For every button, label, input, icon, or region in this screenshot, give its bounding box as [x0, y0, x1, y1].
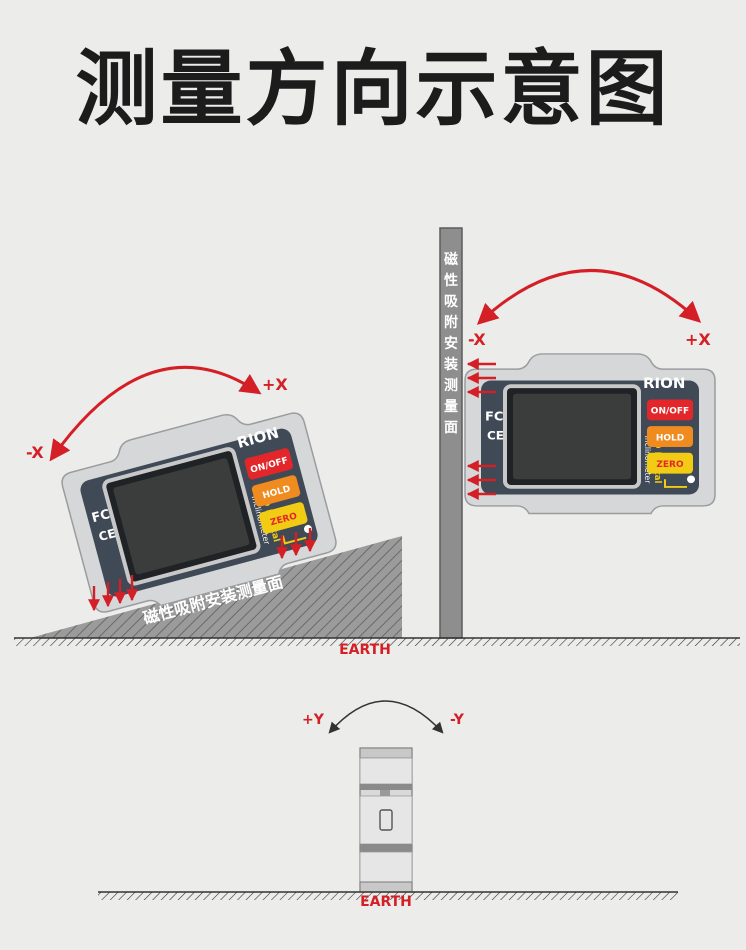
hold-button [251, 475, 301, 507]
device-ce-mark-right: CE [487, 429, 504, 443]
magnet-arrows-left [88, 528, 316, 612]
power-indicator-icon-right [664, 479, 687, 488]
post-caption-char-6: 装 [443, 356, 459, 373]
post-caption: 磁 性 吸 附 安 装 测 量 面 [443, 251, 459, 436]
hold-button-right-label: HOLD [656, 434, 684, 444]
post-caption-char-8: 量 [444, 399, 458, 415]
zero-button-right [647, 452, 693, 474]
ground-hatch-bottom [98, 892, 678, 900]
plus-x-label-right: +X [685, 330, 711, 349]
status-led-icon-right [687, 475, 695, 484]
zero-button [259, 502, 308, 534]
post-caption-char-9: 面 [444, 420, 458, 436]
page-title: 测量方向示意图 [75, 42, 671, 137]
post-caption-char-7: 测 [444, 377, 458, 394]
minus-y-label: -Y [450, 712, 465, 728]
on-off-button-right [647, 399, 693, 421]
zero-button-right-label: ZERO [656, 460, 684, 470]
power-indicator-icon [281, 535, 307, 545]
post-caption-char-2: 性 [444, 272, 458, 289]
minus-x-label-right: -X [468, 330, 486, 349]
device-brand-right: RION [643, 375, 685, 392]
magnet-arrows-right [466, 358, 496, 500]
minus-x-label-left: -X [26, 443, 44, 462]
plus-x-label-left: +X [262, 375, 288, 394]
rotation-arc-right [476, 269, 702, 325]
device-fc-mark: FC [90, 507, 112, 526]
post-caption-char-3: 吸 [444, 294, 459, 310]
post-caption-char-1: 磁 [444, 251, 458, 268]
post-caption-char-5: 安 [444, 335, 458, 352]
device-ce-mark: CE [97, 526, 117, 544]
hold-button-right [647, 426, 693, 447]
ground-hatch-top [14, 638, 740, 646]
on-off-button-right-label: ON/OFF [651, 407, 689, 417]
inclinometer-side-view [359, 747, 413, 893]
wall-mounted-inclinometer: RION FC CE 2D Digital Inclinometer ON/OF… [463, 351, 717, 516]
plus-y-label: +Y [302, 712, 325, 728]
earth-label-top: EARTH [339, 642, 391, 658]
rotation-arc-left [49, 365, 262, 462]
device-fc-mark-right: FC [485, 409, 503, 424]
usb-port-icon [379, 809, 393, 831]
rotation-arc-bottom [328, 700, 444, 734]
post-caption-char-4: 附 [444, 314, 458, 331]
earth-label-bottom: EARTH [360, 894, 412, 910]
